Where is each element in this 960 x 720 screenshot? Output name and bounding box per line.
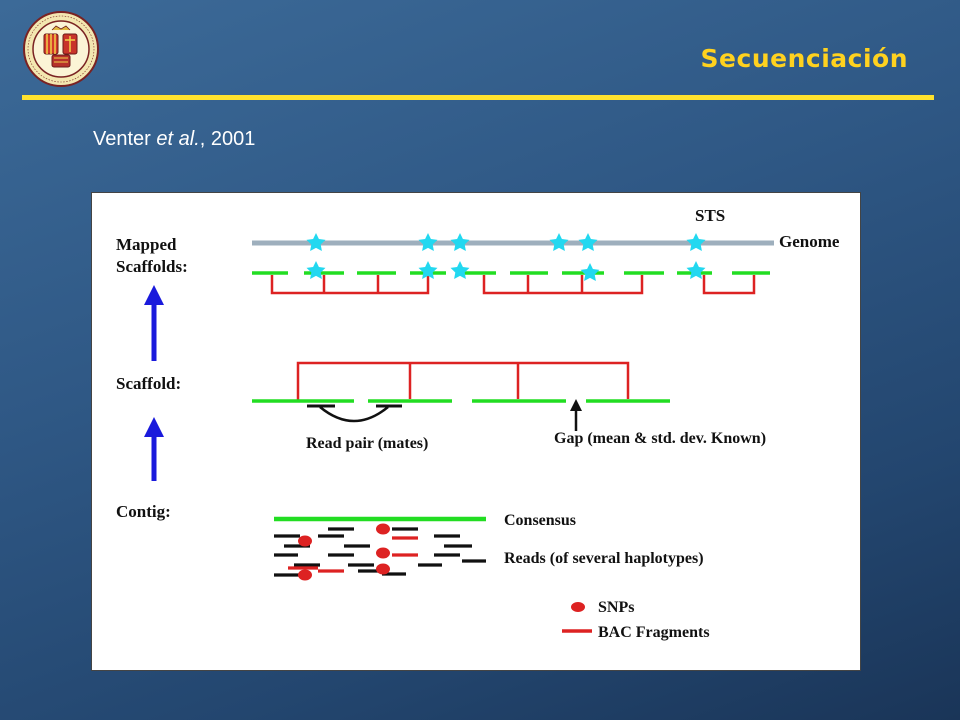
sts-star-icon: [549, 233, 569, 251]
label-scaffold: Scaffold:: [116, 374, 181, 393]
label-consensus: Consensus: [504, 512, 576, 529]
citation: Venter et al., 2001: [93, 128, 255, 151]
sts-markers: [306, 233, 706, 281]
sts-star-icon: [306, 233, 326, 251]
gap-arrow: [570, 399, 582, 431]
citation-author: Venter: [93, 128, 151, 150]
assembly-diagram: Mapped Scaffolds: Scaffold: Contig: STS …: [116, 206, 840, 641]
label-genome: Genome: [779, 232, 840, 251]
label-gap: Gap (mean & std. dev. Known): [554, 430, 766, 447]
sts-star-icon: [686, 233, 706, 251]
read-pair-mates: [307, 404, 402, 423]
label-read-pair: Read pair (mates): [306, 435, 428, 452]
arrow-up-scaffold-to-mapped: [144, 285, 164, 361]
sts-star-icon: [418, 261, 438, 279]
arrow-up-contig-to-scaffold: [144, 417, 164, 481]
sequencing-figure: Mapped Scaffolds: Scaffold: Contig: STS …: [91, 192, 861, 671]
sts-star-icon: [418, 233, 438, 251]
sts-star-icon: [580, 263, 600, 281]
snp-dots: [298, 523, 390, 581]
citation-etal: et al.: [156, 128, 200, 150]
sts-star-icon: [578, 233, 598, 251]
sts-star-icon: [450, 233, 470, 251]
label-contig: Contig:: [116, 502, 171, 521]
legend-snp-swatch: [571, 602, 585, 612]
legend-snps: SNPs: [598, 599, 634, 616]
sts-star-icon: [686, 261, 706, 279]
label-sts: STS: [695, 206, 725, 225]
reads: [274, 527, 486, 577]
title-divider: [22, 95, 934, 100]
sts-star-icon: [450, 261, 470, 279]
label-mapped: Mapped: [116, 235, 177, 254]
label-scaffolds: Scaffolds:: [116, 257, 188, 276]
label-reads: Reads (of several haplotypes): [504, 550, 704, 567]
university-seal-logo: [23, 11, 99, 87]
slide-title: Secuenciación: [700, 44, 908, 73]
scaffold-links: [296, 361, 630, 401]
mapped-scaffold-links: [270, 275, 756, 295]
citation-year: , 2001: [199, 128, 256, 150]
legend-bac: BAC Fragments: [598, 624, 710, 641]
sts-star-icon: [306, 261, 326, 279]
